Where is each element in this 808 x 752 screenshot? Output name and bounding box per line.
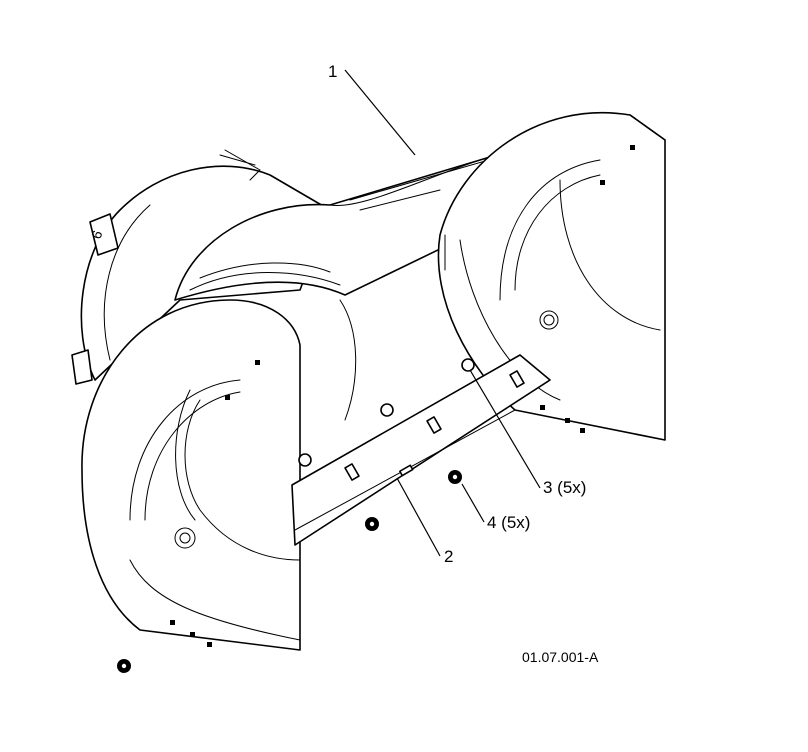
callout-4: 4 (5x): [487, 513, 530, 532]
reference-code: 01.07.001-A: [522, 649, 599, 665]
callout-2: 2: [444, 547, 453, 566]
scraper-bar: [291, 354, 551, 546]
nuts: [117, 470, 462, 673]
callout-3: 3 (5x): [543, 478, 586, 497]
callout-1: 1: [328, 62, 337, 81]
leader-lines: [344, 69, 541, 557]
left-side-wall: [81, 299, 301, 651]
right-side-wall: [437, 111, 666, 441]
housing-tab: 6: [88, 213, 119, 256]
